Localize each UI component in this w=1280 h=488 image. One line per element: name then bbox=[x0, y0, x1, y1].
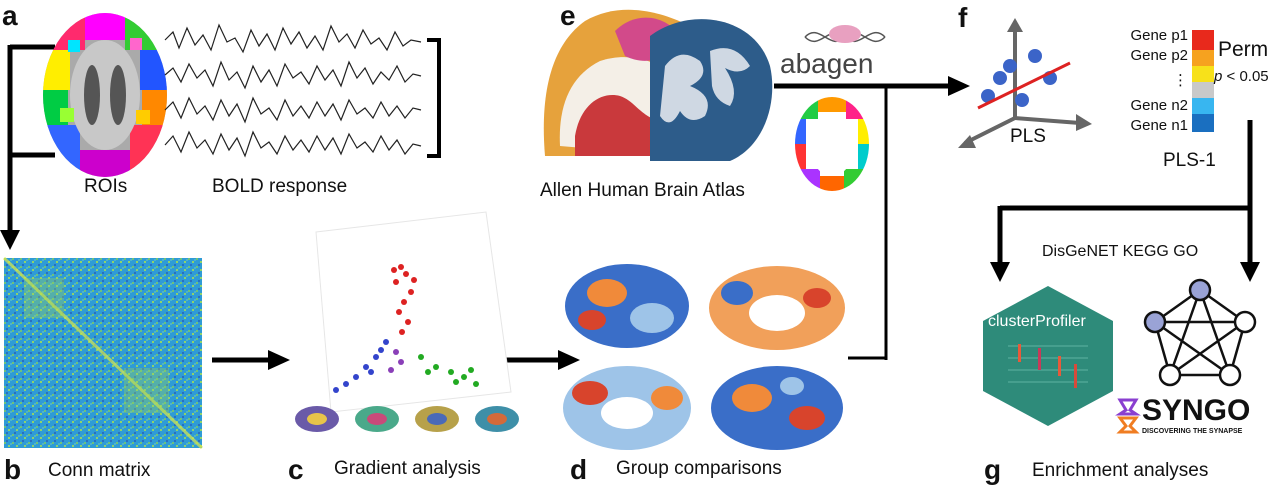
p-threshold: < 0.05 bbox=[1226, 68, 1269, 85]
syngo-logo-icon bbox=[1115, 398, 1141, 434]
panel-label-b: b bbox=[4, 454, 22, 485]
panel-label-d: d bbox=[570, 454, 588, 485]
connectivity-matrix bbox=[2, 256, 204, 450]
abagen-logo-icon bbox=[804, 25, 886, 43]
gene-label: Gene n1 bbox=[1130, 117, 1188, 134]
databases-label: DisGeNET KEGG GO bbox=[1042, 243, 1199, 260]
pls-label: PLS bbox=[1010, 126, 1046, 147]
colorbar-segment bbox=[1192, 114, 1214, 132]
group-comparisons-caption: Group comparisons bbox=[616, 458, 782, 479]
syngo-tagline: DISCOVERING THE SYNAPSE bbox=[1142, 428, 1243, 435]
panel-label-g: g bbox=[984, 454, 1002, 485]
panel-label-f: f bbox=[958, 2, 968, 33]
pls1-label: PLS-1 bbox=[1163, 150, 1216, 171]
p-value-label: p < 0.05 bbox=[1214, 68, 1269, 85]
colorbar-segment bbox=[1192, 82, 1214, 98]
colorbar-segment bbox=[1192, 66, 1214, 82]
gene-colorbar bbox=[1192, 30, 1214, 132]
rois-label: ROIs bbox=[84, 176, 128, 197]
colorbar-segment bbox=[1192, 98, 1214, 114]
abagen-label: abagen bbox=[780, 48, 874, 79]
gene-label: Gene p2 bbox=[1130, 47, 1188, 64]
syngo-label: SYNGO bbox=[1142, 394, 1251, 427]
allen-atlas-section bbox=[543, 9, 773, 161]
panel-label-e: e bbox=[560, 0, 576, 31]
bold-response-label: BOLD response bbox=[212, 176, 348, 197]
bold-timeseries bbox=[164, 23, 422, 158]
clusterprofiler-label: clusterProfiler bbox=[988, 313, 1086, 330]
gene-list: Gene p1 Gene p2 ⋮ Gene n2 Gene n1 bbox=[1120, 26, 1188, 136]
gene-label: ⋮ bbox=[1173, 72, 1188, 89]
panel-label-a: a bbox=[2, 0, 18, 31]
clusterprofiler-logo-icon bbox=[983, 286, 1113, 426]
enrichment-caption: Enrichment analyses bbox=[1032, 460, 1209, 481]
colorbar-segment bbox=[1192, 30, 1214, 50]
pls-axes-diagram bbox=[958, 18, 1092, 148]
allen-atlas-caption: Allen Human Brain Atlas bbox=[540, 180, 745, 201]
gene-label: Gene n2 bbox=[1130, 97, 1188, 114]
colorbar-segment bbox=[1192, 50, 1214, 66]
network-graph-icon bbox=[1143, 278, 1257, 387]
gradient-scatter bbox=[315, 211, 512, 413]
gradient-caption: Gradient analysis bbox=[334, 458, 481, 479]
roi-brain-image bbox=[43, 13, 167, 177]
gene-label: Gene p1 bbox=[1130, 27, 1188, 44]
conn-matrix-caption: Conn matrix bbox=[48, 460, 151, 481]
gradient-brain-surfaces bbox=[295, 406, 519, 432]
perm-label: Perm bbox=[1218, 38, 1269, 61]
p-symbol: p bbox=[1214, 68, 1223, 85]
parcellation-brain-icon bbox=[795, 97, 869, 191]
group-comparison-brains bbox=[563, 264, 845, 450]
bracket bbox=[427, 38, 441, 158]
panel-label-c: c bbox=[288, 454, 304, 485]
